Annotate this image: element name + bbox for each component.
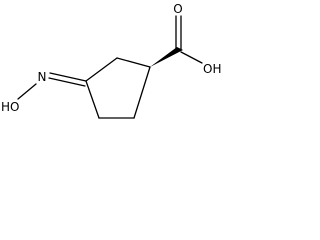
structure-svg: O OH N HO xyxy=(1,2,221,119)
oxime-double-bond-b xyxy=(48,77,86,87)
hydroxyl-label: OH xyxy=(203,62,221,76)
ring-bond-c1-c2 xyxy=(133,66,151,119)
molecule-drawing: O OH N HO xyxy=(0,0,232,122)
oxime-double-bond-a xyxy=(49,72,87,82)
oxime-nitrogen-label: N xyxy=(38,70,47,84)
ring-bond-c4-c5 xyxy=(85,57,118,82)
oxime-hydroxyl-label: HO xyxy=(1,100,19,114)
carboxyl-c-oh-bond xyxy=(180,51,203,64)
oxime-n-o-bond xyxy=(17,83,37,100)
carbonyl-oxygen-label: O xyxy=(173,2,182,16)
stereo-wedge-bond xyxy=(150,47,183,67)
ring-bond-c5-c1 xyxy=(116,57,151,68)
ring-bond-c3-c4 xyxy=(85,80,100,119)
